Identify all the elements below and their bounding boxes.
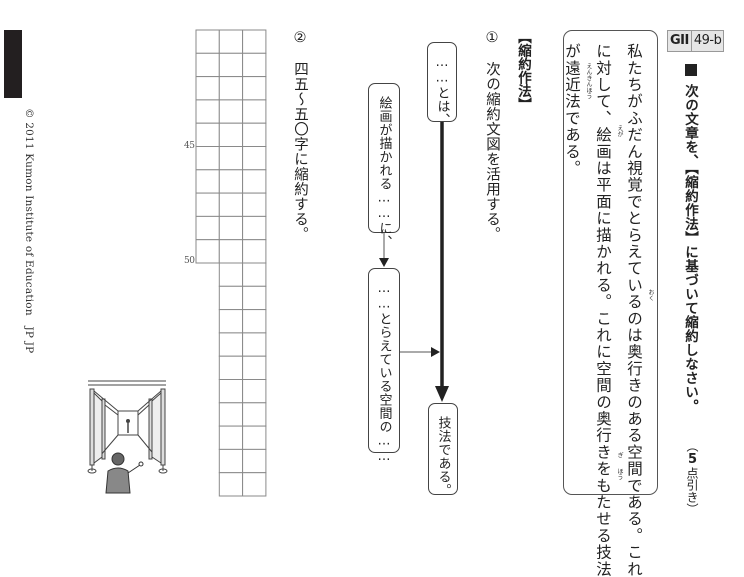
grid-cell[interactable] [218, 355, 244, 381]
grid-cell[interactable] [195, 215, 220, 241]
grid-cell[interactable] [195, 169, 220, 194]
space-arrow-head [431, 347, 440, 357]
ruby-enkinhou: えんきんほう [585, 63, 592, 99]
grid-cell[interactable] [218, 472, 244, 497]
copyright-notice: © 2011 Kumon Institute of Education JP J… [23, 108, 35, 354]
grid-cell[interactable] [218, 29, 244, 54]
grid-cell[interactable] [242, 122, 267, 147]
grid-marker-45: 45 [184, 141, 195, 151]
penalty-note: （5点引き） [684, 440, 701, 515]
grid-cell[interactable] [218, 262, 244, 287]
grid-cell[interactable] [242, 52, 267, 78]
grid-cell[interactable] [195, 146, 220, 171]
grid-cell[interactable] [218, 285, 244, 311]
cause-arrow-head [379, 258, 389, 267]
grid-cell[interactable] [242, 472, 267, 497]
summary-diagram-connectors [379, 122, 449, 402]
grid-cell[interactable] [195, 76, 220, 101]
grid-cell[interactable] [242, 309, 267, 334]
grid-cell[interactable] [242, 379, 267, 404]
penalty-label: 点引き [685, 467, 699, 503]
passage-text: 私たちがふだん視覚でとらえているのは奥行きのある空間である。これ に対して、絵画… [556, 43, 649, 577]
grid-marker-50: 50 [184, 256, 195, 266]
grid-cell[interactable] [218, 192, 244, 217]
passage-box: 私たちがふだん視覚でとらえているのは奥行きのある空間である。これ に対して、絵画… [563, 30, 658, 577]
diagram-node-cause: 絵画が描かれる……に、 [368, 83, 400, 249]
level-code: GII [668, 31, 692, 51]
grid-cell[interactable] [195, 29, 220, 54]
diagram-node-topic-text: ……とは、 [434, 55, 450, 127]
grid-cell[interactable] [242, 169, 267, 194]
grid-cell[interactable] [242, 355, 267, 381]
grid-cell[interactable] [195, 52, 220, 78]
diagram-node-space-text: ……とらえている空間の…… [376, 281, 392, 465]
ruby-ega: えが [616, 125, 623, 137]
ruby-oku: おく [647, 289, 654, 301]
diagram-node-space: ……とらえている空間の…… [368, 268, 400, 465]
colonnade-perspective-illustration [87, 380, 168, 494]
method-title: 【縮約作法】 [515, 30, 531, 111]
grid-cell[interactable] [242, 239, 267, 264]
diagram-node-conclusion-text: 技法である。 [435, 416, 451, 497]
grid-cell[interactable] [195, 192, 220, 217]
instruction-text: 次の文章を、【縮約作法】に基づいて縮約しなさい。 [682, 84, 698, 414]
passage-line-3: が遠近法である。 [563, 43, 581, 177]
grid-cell[interactable] [218, 122, 244, 147]
grid-cell[interactable] [218, 239, 244, 264]
page-code: 49-b [693, 33, 722, 48]
square-bullet-icon [685, 64, 697, 76]
grid-cell[interactable] [242, 332, 267, 357]
step-2: ② 四五～五〇字に縮約する。 [290, 30, 311, 242]
grid-cell[interactable] [242, 29, 267, 54]
grid-cell[interactable] [242, 192, 267, 217]
grid-cell[interactable] [242, 262, 267, 287]
grid-cell[interactable] [242, 285, 267, 311]
ruby-hou: ほう [616, 468, 623, 480]
diagram-node-conclusion: 技法である。 [428, 403, 458, 497]
grid-cell[interactable] [218, 169, 244, 194]
grid-cell[interactable] [218, 76, 244, 101]
diagram-node-topic: ……とは、 [427, 42, 457, 127]
grid-cell[interactable] [242, 402, 267, 427]
passage-line-2: に対して、絵画は平面に描かれる。これに空間の奥行きをもたせる技法 [594, 43, 612, 577]
grid-cell[interactable] [242, 76, 267, 101]
grid-cell[interactable] [218, 52, 244, 78]
worksheet-code-badge: GII 49-b [667, 30, 725, 52]
step-2-number: ② [292, 30, 308, 47]
step-1: ① 次の縮約文図を活用する。 [482, 30, 503, 242]
answer-grid[interactable] [180, 25, 275, 505]
grid-cell[interactable] [218, 309, 244, 334]
penalty-open-paren: （ [685, 440, 699, 452]
grid-cell[interactable] [242, 215, 267, 241]
grid-cell[interactable] [218, 146, 244, 171]
step-1-text: 次の縮約文図を活用する。 [484, 61, 500, 242]
main-arrow-head [435, 386, 449, 402]
grid-cell[interactable] [218, 332, 244, 357]
step-1-number: ① [484, 30, 500, 47]
grid-cell[interactable] [195, 122, 220, 147]
grid-cell[interactable] [195, 99, 220, 124]
penalty-close-paren: ） [685, 503, 699, 515]
grid-cell[interactable] [218, 425, 244, 450]
grid-cell[interactable] [218, 402, 244, 427]
grid-cell[interactable] [218, 379, 244, 404]
passage-line-1: 私たちがふだん視覚でとらえているのは奥行きのある空間である。これ [625, 43, 643, 577]
page-index-tab [4, 30, 22, 98]
step-2-text: 四五～五〇字に縮約する。 [292, 61, 308, 242]
grid-cell[interactable] [218, 99, 244, 124]
grid-cell[interactable] [218, 448, 244, 474]
grid-cell[interactable] [242, 99, 267, 124]
grid-cell[interactable] [242, 448, 267, 474]
grid-cell[interactable] [218, 215, 244, 241]
grid-cell[interactable] [242, 146, 267, 171]
diagram-node-cause-text: 絵画が描かれる……に、 [376, 96, 392, 249]
penalty-points: 5 [685, 452, 700, 467]
ruby-gi: ぎ [616, 452, 623, 458]
grid-cell[interactable] [242, 425, 267, 450]
grid-cell[interactable] [195, 239, 220, 264]
